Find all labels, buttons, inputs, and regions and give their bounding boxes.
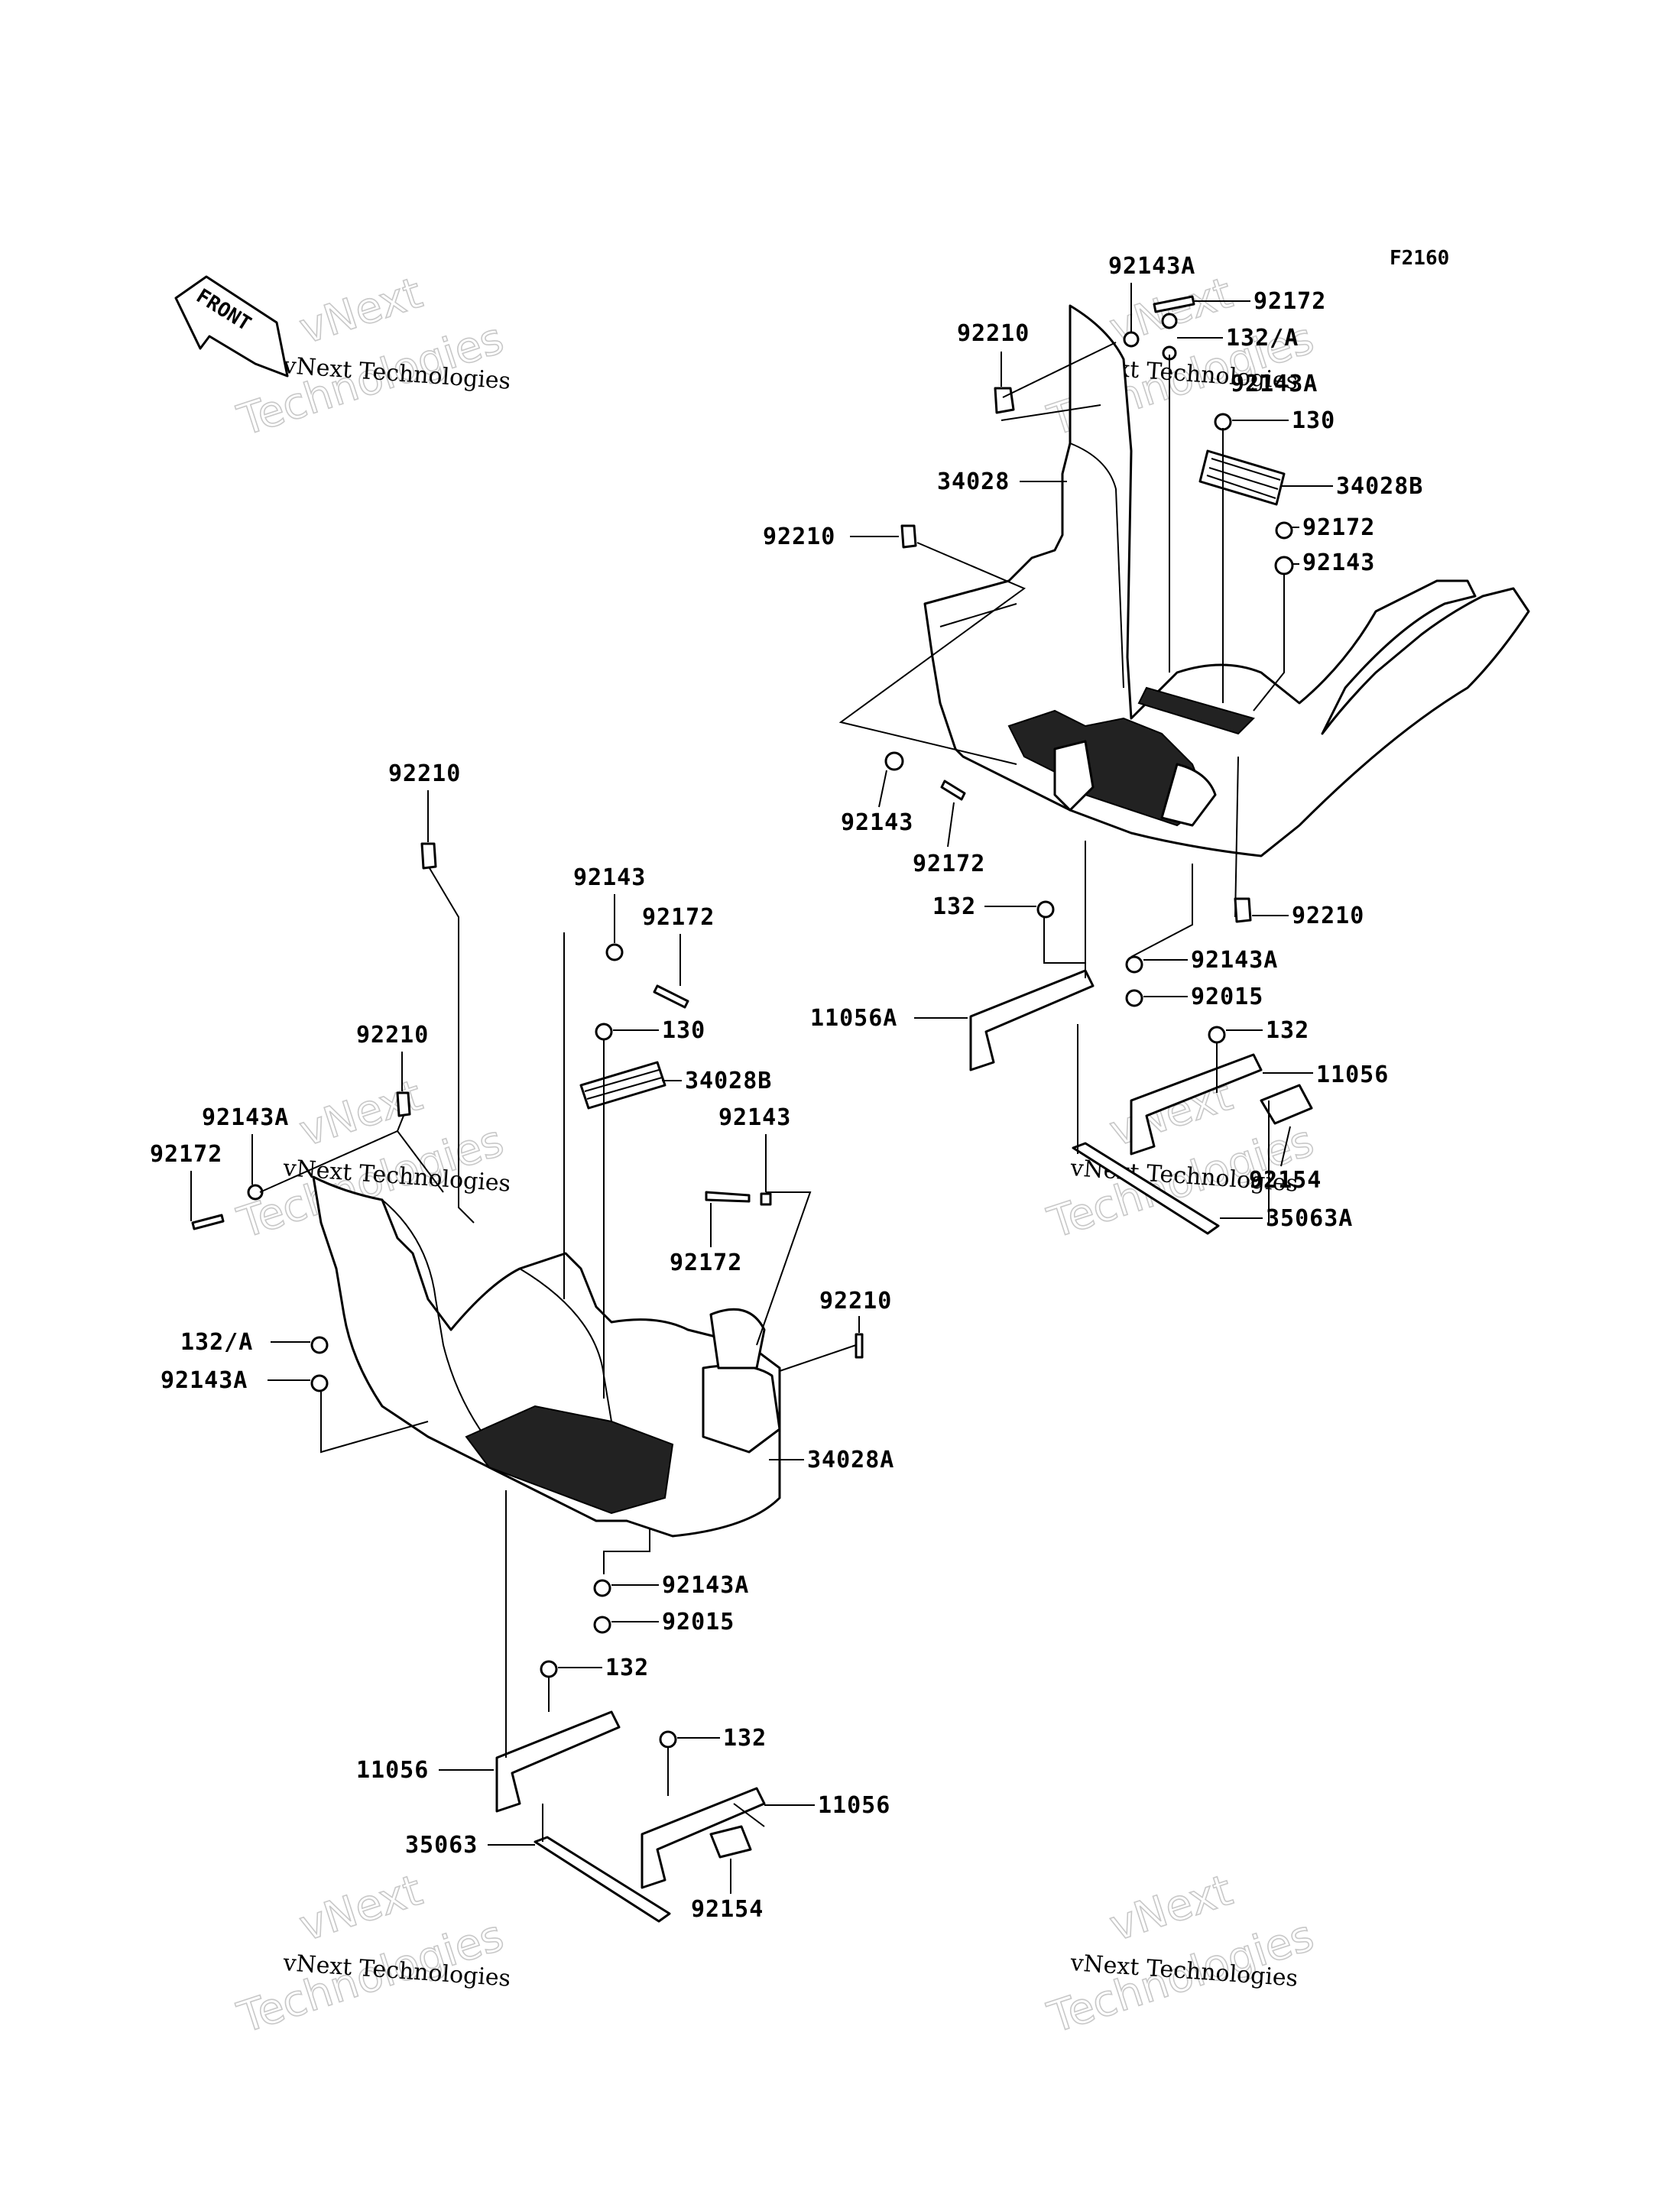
clip-92210-low (1234, 897, 1252, 923)
label-92143A-top: 92143A (1108, 253, 1195, 280)
left-grommet-92143A (247, 1184, 264, 1201)
bracket-11056A (969, 969, 1095, 1071)
label-l-92143A-b: 92143A (161, 1367, 248, 1394)
left-screw-92172-side (191, 1214, 225, 1230)
clip-92210-top (994, 387, 1015, 414)
diagram-code: F2160 (1390, 247, 1449, 270)
screw-92172-low (940, 780, 966, 801)
watermark-bottom-left: vNext Technologies vNext Technologies (231, 1865, 511, 2044)
left-bolt-132 (540, 1660, 558, 1678)
left-bolt-92154 (709, 1825, 752, 1859)
clip-92210-mid (900, 524, 917, 549)
label-l-34028B: 34028B (685, 1068, 772, 1094)
label-92172-top: 92172 (1254, 288, 1326, 315)
label-l-92210-mid: 92210 (356, 1022, 429, 1049)
label-l-92143: 92143 (573, 864, 646, 891)
left-screw-92172-b (705, 1191, 751, 1203)
left-clip-92210-top (420, 842, 437, 870)
label-l-92015: 92015 (662, 1609, 735, 1635)
label-l-11056: 11056 (356, 1757, 429, 1784)
left-grommet-92143A-b (310, 1374, 329, 1392)
grommet-92143-low (884, 751, 904, 771)
label-35063A: 35063A (1266, 1205, 1353, 1232)
left-bracket-11056 (495, 1710, 621, 1813)
label-92143-low: 92143 (841, 809, 913, 836)
label-l-92143A: 92143A (202, 1104, 289, 1131)
label-l-92172: 92172 (642, 904, 715, 931)
left-grommet-92143 (605, 943, 624, 961)
label-l-34028A: 34028A (807, 1447, 894, 1473)
grommet-92143-mid (1274, 556, 1294, 575)
callout-labels: 92143A 92172 92210 132/A 92143A 130 3402… (150, 253, 1423, 1923)
label-92015: 92015 (1191, 984, 1263, 1010)
label-l-92154: 92154 (691, 1896, 764, 1923)
label-34028B: 34028B (1336, 473, 1423, 500)
bolt-132-b (1208, 1026, 1226, 1044)
label-92172-low: 92172 (913, 851, 985, 877)
bracket-11056 (1130, 1053, 1263, 1156)
label-l-92143A-low: 92143A (662, 1572, 749, 1599)
label-l-92172-b: 92172 (670, 1250, 742, 1276)
label-11056: 11056 (1316, 1062, 1389, 1088)
label-92143A-low: 92143A (1191, 947, 1278, 974)
left-nut-92015 (593, 1616, 611, 1634)
label-l-92143-b: 92143 (718, 1104, 791, 1131)
label-92210-low: 92210 (1292, 903, 1364, 929)
left-bolt-132-b (659, 1730, 677, 1749)
left-floor-tread (465, 1405, 674, 1515)
label-132-b: 132 (1266, 1017, 1309, 1044)
left-grommet-92143A-low (593, 1579, 611, 1597)
grommet-92143A-low (1125, 955, 1143, 974)
left-floorboard-assembly (191, 842, 864, 1923)
screw-92172-top (1153, 295, 1195, 313)
label-l-92210-right: 92210 (819, 1288, 892, 1314)
label-l-132: 132 (605, 1655, 649, 1681)
screw-92172-mid (1275, 521, 1293, 540)
label-132A-top: 132/A (1226, 325, 1299, 352)
nut-92015 (1125, 989, 1143, 1007)
right-floorboard-assembly (838, 295, 1530, 1235)
bolt-132 (1036, 900, 1055, 919)
bolt-92154 (1260, 1084, 1313, 1125)
bolt-130 (1214, 413, 1232, 431)
right-tread-34028B-on-board (1137, 686, 1255, 735)
label-92210-mid: 92210 (763, 524, 835, 550)
label-l-92210-top: 92210 (388, 760, 461, 787)
left-clip-92210-right (855, 1333, 864, 1359)
label-l-132-b: 132 (723, 1725, 767, 1752)
label-92143A-2: 92143A (1231, 371, 1318, 397)
watermark-bottom-right: vNext Technologies vNext Technologies (1041, 1865, 1320, 2044)
left-tread-strip-34028B (579, 1061, 666, 1110)
label-92143-mid: 92143 (1302, 549, 1375, 576)
left-clip-92210-mid (396, 1091, 411, 1117)
label-l-11056-b: 11056 (818, 1792, 890, 1819)
label-34028: 34028 (937, 468, 1010, 495)
left-bolt-132A (310, 1336, 329, 1354)
label-l-92172-side: 92172 (150, 1141, 222, 1168)
right-floorboard-34028 (923, 304, 1530, 857)
left-bolt-130 (595, 1023, 613, 1041)
label-92172-mid: 92172 (1302, 514, 1375, 541)
label-132: 132 (932, 893, 976, 920)
front-arrow-icon: FRONT (174, 275, 289, 378)
label-l-130: 130 (662, 1017, 705, 1044)
label-11056A: 11056A (810, 1005, 897, 1032)
grommet-92143A-top (1123, 331, 1140, 348)
plate-35063A (1072, 1142, 1220, 1235)
label-l-35063: 35063 (405, 1832, 478, 1859)
left-bracket-11056-b (641, 1787, 766, 1889)
left-grommet-92143-b (760, 1192, 772, 1206)
label-130: 130 (1292, 407, 1335, 434)
label-l-132A: 132/A (180, 1329, 253, 1356)
label-92210-top: 92210 (957, 320, 1030, 347)
bolt-132A-top (1161, 313, 1178, 329)
left-screw-92172 (653, 984, 689, 1009)
label-92154: 92154 (1249, 1167, 1322, 1194)
